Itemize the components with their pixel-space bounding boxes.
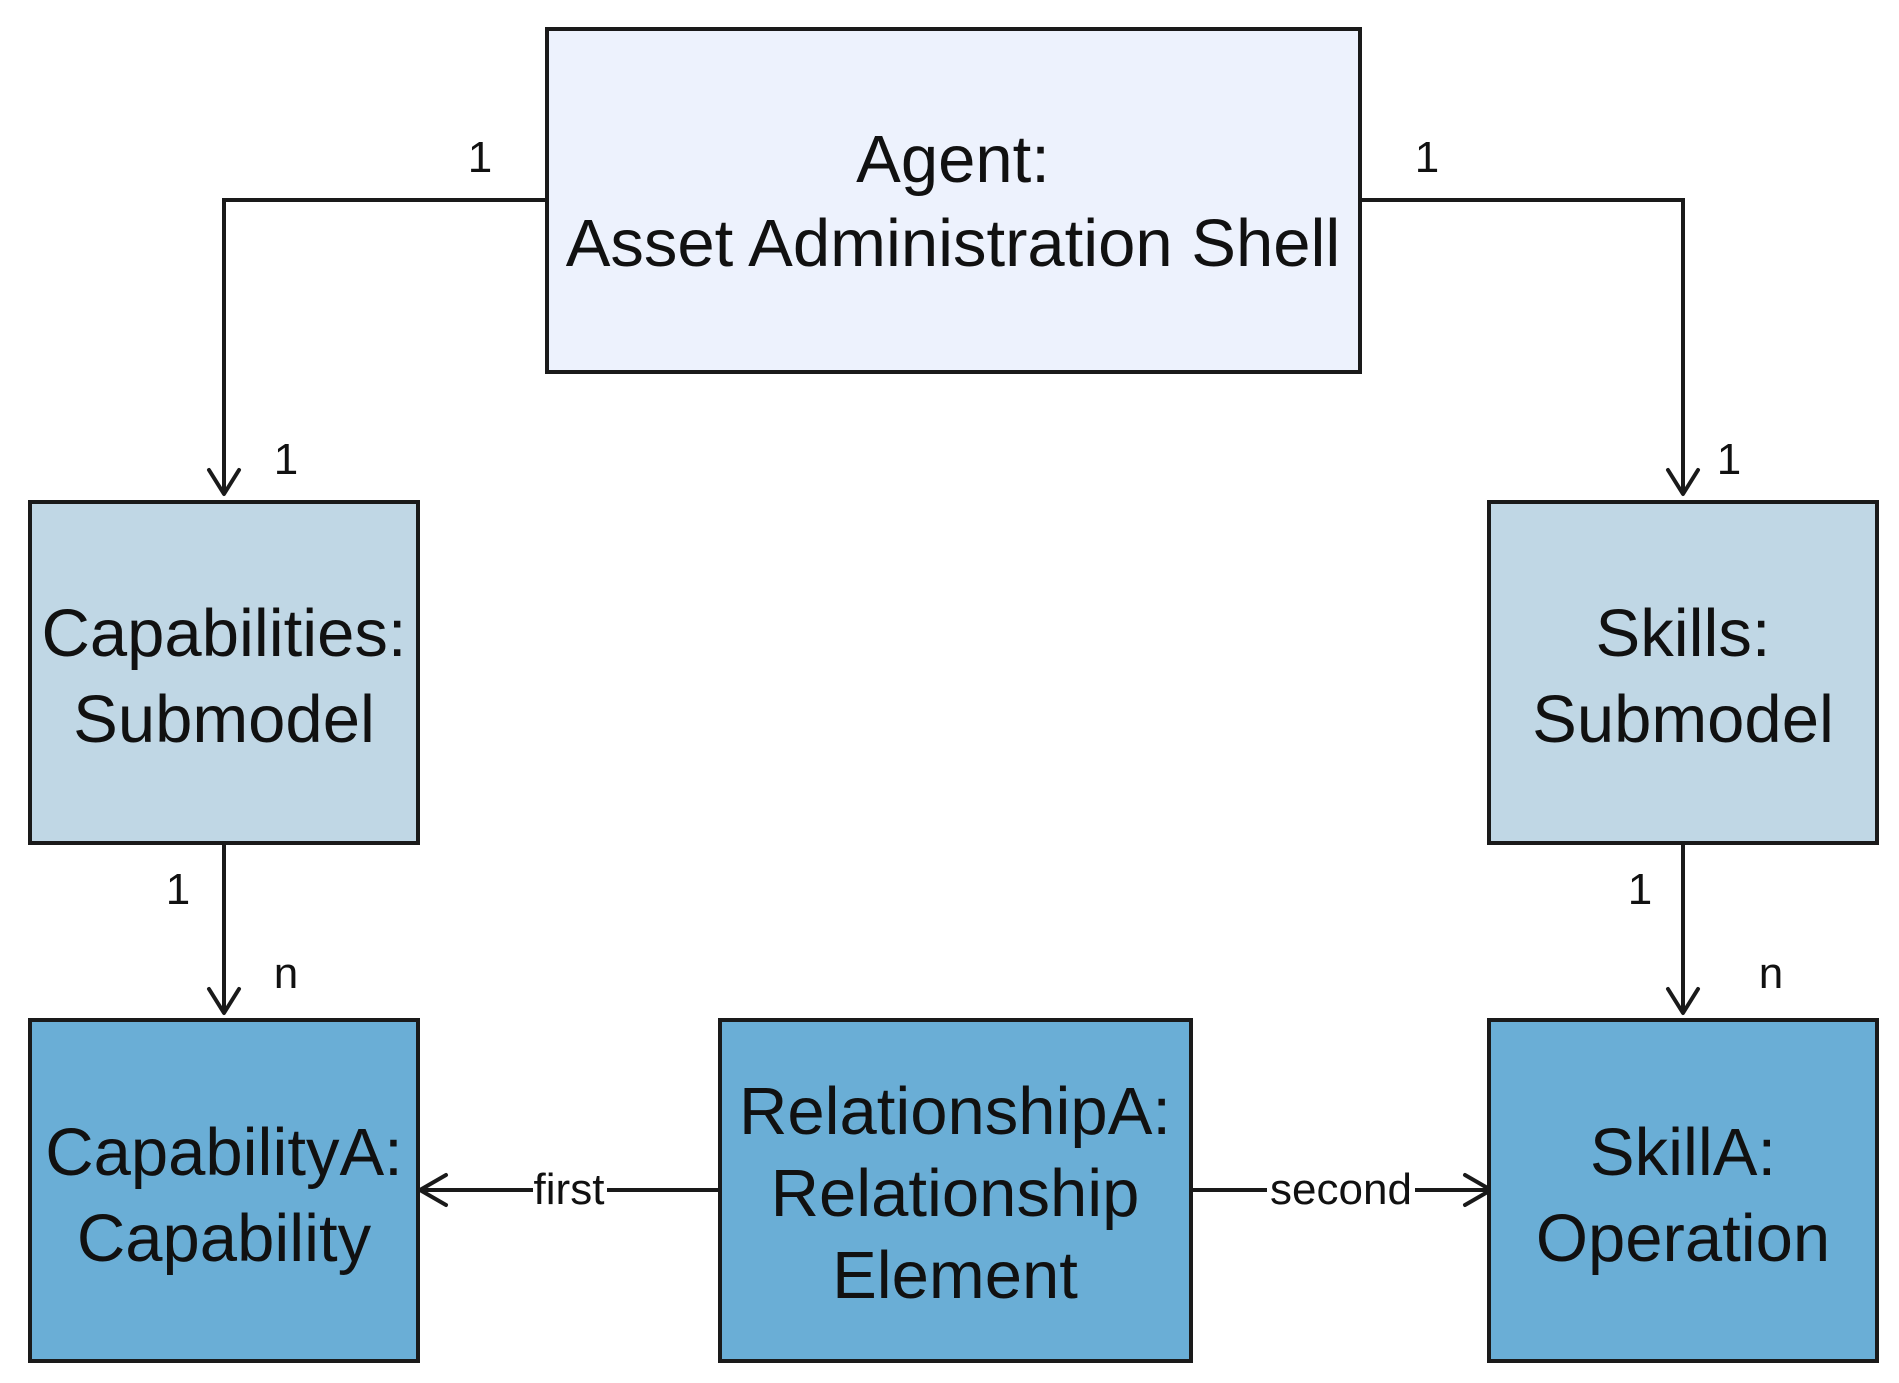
- connector-agent-to-capabilities: [207, 198, 545, 496]
- node-skill-a: SkillA: Operation: [1487, 1018, 1879, 1363]
- node-skill-a-type: Operation: [1536, 1201, 1830, 1276]
- connector-agent-to-skills: [1362, 198, 1700, 496]
- multiplicity-agent-capabilities-source: 1: [468, 133, 492, 182]
- node-relationship-a-box: [718, 1018, 1193, 1363]
- node-capability-a-type: Capability: [77, 1201, 372, 1276]
- node-relationship-a-type-line1: Relationship: [771, 1156, 1140, 1231]
- connector-capabilities-to-capability: [207, 845, 241, 1015]
- node-capability-a: CapabilityA: Capability: [28, 1018, 420, 1363]
- node-capabilities-submodel: Capabilities: Submodel: [28, 500, 420, 845]
- node-skills-submodel: Skills: Submodel: [1487, 500, 1879, 845]
- multiplicity-agent-skills-source: 1: [1415, 133, 1439, 182]
- multiplicity-capability-target: n: [274, 949, 298, 998]
- node-agent-box: [545, 27, 1362, 374]
- node-agent-asset-administration-shell: Agent: Asset Administration Shell: [545, 27, 1362, 374]
- multiplicity-skill-target: n: [1759, 949, 1783, 998]
- edge-label-first: first: [534, 1165, 605, 1214]
- node-skill-a-box: [1487, 1018, 1879, 1363]
- node-capabilities-box: [28, 500, 420, 845]
- connector-skills-to-skill: [1666, 845, 1700, 1015]
- node-relationship-a: RelationshipA: Relationship Element: [718, 1018, 1193, 1363]
- node-skills-type: Submodel: [1532, 682, 1834, 757]
- connector-relationship-to-capability: first: [418, 1164, 718, 1214]
- arrowhead-capabilities: [207, 468, 241, 496]
- arrowhead-capability: [207, 987, 241, 1015]
- connector-relationship-to-skill: second: [1193, 1164, 1493, 1214]
- node-relationship-a-type-line2: Element: [832, 1238, 1078, 1313]
- multiplicity-agent-capabilities-target: 1: [274, 435, 298, 484]
- edge-label-second: second: [1270, 1165, 1412, 1214]
- multiplicity-capabilities-source: 1: [166, 865, 190, 914]
- node-skills-title: Skills:: [1596, 596, 1771, 671]
- node-agent-type: Asset Administration Shell: [566, 206, 1341, 281]
- multiplicity-agent-skills-target: 1: [1717, 435, 1741, 484]
- node-relationship-a-title: RelationshipA:: [739, 1074, 1171, 1149]
- node-skills-box: [1487, 500, 1879, 845]
- node-agent-title: Agent:: [856, 122, 1050, 197]
- multiplicity-skills-source: 1: [1628, 865, 1652, 914]
- node-capabilities-type: Submodel: [73, 682, 375, 757]
- node-capabilities-title: Capabilities:: [42, 596, 407, 671]
- node-capability-a-title: CapabilityA:: [45, 1115, 403, 1190]
- node-capability-a-box: [28, 1018, 420, 1363]
- arrowhead-skills: [1666, 468, 1700, 496]
- arrowhead-skill: [1666, 987, 1700, 1015]
- node-skill-a-title: SkillA:: [1590, 1115, 1776, 1190]
